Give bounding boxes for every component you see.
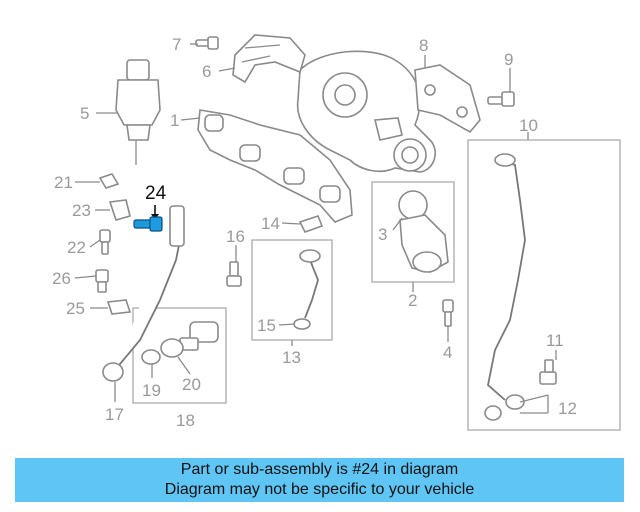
- callout-25: 25: [66, 299, 85, 318]
- callout-18: 18: [176, 411, 195, 430]
- callout-2: 2: [408, 291, 417, 310]
- callout-11: 11: [546, 331, 564, 350]
- info-banner: Part or sub-assembly is #24 in diagram D…: [15, 458, 624, 502]
- bolt-9-part: [487, 91, 515, 107]
- bracket-8-part: [414, 64, 481, 134]
- washer-19-part: [141, 349, 161, 365]
- callout-7: 7: [172, 35, 181, 54]
- callout-20: 20: [182, 375, 201, 394]
- clip-23-part: [108, 199, 131, 221]
- banner-line-1: Part or sub-assembly is #24 in diagram: [180, 461, 459, 478]
- callout-23: 23: [72, 201, 91, 220]
- leader-lines: [74, 43, 557, 414]
- oil-line-part: [293, 249, 321, 330]
- washer-20-part: [160, 338, 184, 358]
- bolt-24-head: [149, 216, 163, 232]
- exhaust-manifold-part: [197, 109, 353, 223]
- bolt-4-part: [442, 299, 454, 327]
- callout-4: 4: [443, 343, 452, 362]
- callout-6: 6: [202, 62, 211, 81]
- callout-19: 19: [142, 381, 161, 400]
- callout-14: 14: [261, 214, 280, 233]
- coolant-line-part: [484, 153, 526, 421]
- callout-16: 16: [226, 227, 245, 246]
- heat-shield-part: [232, 34, 306, 84]
- bolt-24-highlighted-part[interactable]: [133, 205, 163, 232]
- gasket-14-part: [298, 215, 324, 233]
- bolt-11-part: [539, 359, 557, 385]
- callout-15: 15: [257, 316, 276, 335]
- box-18-frame: [132, 307, 227, 404]
- callout-26: 26: [52, 269, 71, 288]
- box-10-frame: [467, 139, 621, 431]
- return-pipe-17-part: [102, 205, 185, 382]
- callout-17: 17: [105, 405, 124, 424]
- callout-12: 12: [558, 399, 577, 418]
- callout-9: 9: [504, 50, 513, 69]
- parts-diagram: 7 6 5 1 8 9 10 3 2 4 14 16 15 13 11 12 2…: [52, 34, 621, 431]
- callout-5: 5: [80, 104, 89, 123]
- callout-13: 13: [282, 348, 301, 367]
- turbocharger-part: [296, 50, 436, 173]
- outlet-pipe-part: [398, 190, 449, 273]
- actuator-5-part: [115, 59, 161, 165]
- callout-1: 1: [170, 111, 179, 130]
- callout-21: 21: [54, 173, 73, 192]
- callout-22: 22: [67, 238, 86, 257]
- callout-3: 3: [378, 225, 387, 244]
- callout-24: 24: [145, 183, 167, 204]
- bolt-26-part: [95, 269, 109, 293]
- callout-8: 8: [419, 36, 428, 55]
- bolt-16-part: [226, 261, 242, 287]
- bolt-7-part: [195, 36, 219, 50]
- banner-line-2: Diagram may not be specific to your vehi…: [164, 481, 475, 498]
- clamp-25-part: [106, 299, 132, 315]
- callout-10: 10: [519, 116, 538, 135]
- bolt-22-part: [99, 229, 111, 255]
- banjo-bolt-part: [179, 321, 219, 351]
- clip-21-part: [98, 173, 120, 189]
